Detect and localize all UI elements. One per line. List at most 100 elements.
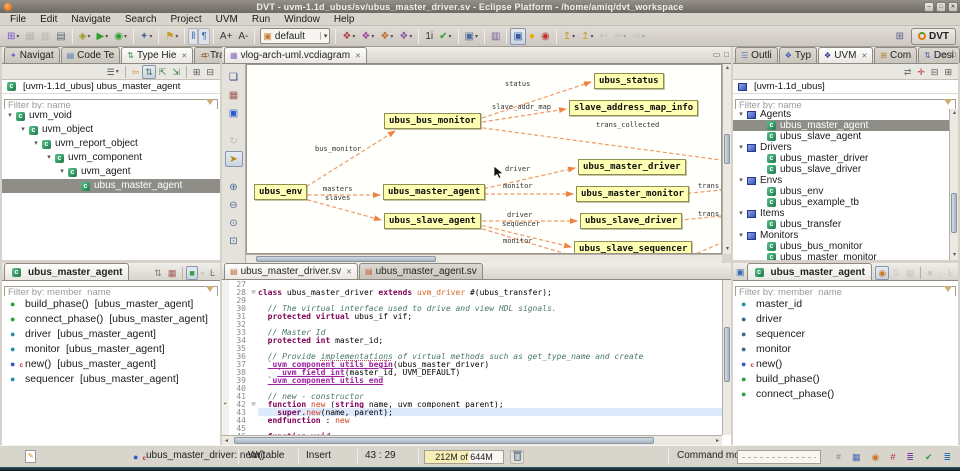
compile-all-button[interactable]: ❖▾ bbox=[339, 28, 358, 45]
pin-bookmark-button[interactable]: ↥▾ bbox=[560, 28, 578, 45]
menu-window[interactable]: Window bbox=[284, 13, 320, 25]
tab-typ[interactable]: ❖Typ bbox=[778, 47, 818, 63]
zoom-out-button[interactable]: ⊖ bbox=[225, 197, 243, 213]
run-external-button[interactable]: ◉▾ bbox=[111, 28, 130, 45]
run-ball-button[interactable]: ● bbox=[526, 28, 538, 45]
tab-type-hie[interactable]: ⇅Type Hie✕ bbox=[121, 47, 194, 63]
menu-uvm[interactable]: UVM bbox=[215, 13, 238, 25]
diagram-vertical-scrollbar[interactable]: ▴ ▾ bbox=[722, 64, 731, 254]
forward-button[interactable]: ⇨▾ bbox=[629, 28, 647, 45]
semantic-search-button[interactable]: 1i bbox=[422, 28, 436, 45]
compass-button[interactable]: ◉ bbox=[538, 28, 553, 45]
diagram-node-ubus-env[interactable]: ubus_env bbox=[254, 184, 308, 200]
search-button[interactable]: ✦▾ bbox=[137, 28, 155, 45]
indicator-hash-gray-button[interactable]: # bbox=[833, 449, 844, 466]
member-driver[interactable]: ●driver bbox=[741, 312, 783, 325]
diagram-layers-button[interactable]: ❏ bbox=[225, 69, 243, 85]
link-with-editor-button[interactable]: ⇄ bbox=[901, 65, 915, 79]
scroll-down-icon[interactable]: ▾ bbox=[725, 246, 729, 252]
member-build-phase[interactable]: ●build_phase()[ubus_master_agent] bbox=[10, 297, 194, 310]
diagram-edge-monitor-10[interactable] bbox=[475, 226, 603, 254]
show-inherited-button[interactable]: Ŀ bbox=[945, 266, 956, 280]
indicator-hash-red-button[interactable]: # bbox=[887, 449, 898, 466]
member-connect-phase[interactable]: ●connect_phase()[ubus_master_agent] bbox=[10, 312, 208, 325]
diagram-node-ubus-status[interactable]: ubus_status bbox=[594, 73, 664, 89]
show-static-button[interactable]: ▫ bbox=[936, 266, 945, 280]
focus-mode-button[interactable]: ✛ bbox=[914, 65, 928, 79]
expand-all-button[interactable]: ⊞ bbox=[941, 65, 955, 79]
minimize-button[interactable]: – bbox=[924, 1, 934, 12]
maximize-view-button[interactable]: □ bbox=[724, 50, 729, 59]
show-fields-button[interactable]: ■ bbox=[186, 266, 198, 280]
debug-button[interactable]: ◈▾ bbox=[76, 28, 94, 45]
tree-item-drivers[interactable]: ▾Drivers bbox=[733, 142, 958, 153]
member-driver[interactable]: ●driver[ubus_master_agent] bbox=[10, 327, 156, 340]
command-mode-input[interactable] bbox=[737, 450, 821, 464]
scroll-up-icon[interactable]: ▴ bbox=[725, 65, 729, 71]
show-inherited-button[interactable]: Ŀ bbox=[207, 266, 218, 280]
garbage-collect-button[interactable] bbox=[510, 450, 524, 464]
scrollbar-thumb[interactable] bbox=[724, 326, 730, 382]
group-members-button[interactable]: ▦ bbox=[903, 266, 918, 280]
diagram-edge-driver-6[interactable] bbox=[477, 166, 576, 191]
diagram-preview-button[interactable]: ▦ bbox=[225, 87, 243, 103]
mark-occurrences-button[interactable]: ‖ bbox=[188, 27, 199, 45]
uvm-tree-scrollbar[interactable]: ▴ ▾ bbox=[949, 109, 958, 260]
run-button[interactable]: ▶▾ bbox=[93, 28, 111, 45]
member-monitor[interactable]: ●monitor bbox=[741, 342, 792, 355]
minimize-view-button[interactable]: ▭ bbox=[939, 50, 948, 59]
scroll-left-icon[interactable]: ◂ bbox=[224, 438, 228, 444]
member-sequencer[interactable]: ●sequencer[ubus_master_agent] bbox=[10, 372, 179, 385]
diagram-edge-slaves-2[interactable] bbox=[300, 197, 382, 222]
scroll-down-icon[interactable]: ▾ bbox=[952, 252, 956, 258]
maximize-view-button[interactable]: □ bbox=[213, 50, 218, 59]
back-button[interactable]: ⇦▾ bbox=[611, 28, 629, 45]
show-whitespace-button[interactable]: ¶ bbox=[198, 27, 210, 45]
zoom-fit-button[interactable]: ⊡ bbox=[225, 233, 243, 249]
open-perspective-button[interactable]: ⊞ bbox=[893, 28, 907, 45]
minimize-view-button[interactable]: ▭ bbox=[201, 50, 210, 59]
recompile-button[interactable]: ❖▾ bbox=[358, 28, 377, 45]
member-sequencer[interactable]: ●sequencer bbox=[741, 327, 806, 340]
diagram-edge-trans-collected-5[interactable] bbox=[475, 126, 721, 161]
indicator-grid-blue-button[interactable]: ▦ bbox=[849, 449, 864, 466]
tab-com[interactable]: ⊞Com bbox=[874, 47, 918, 63]
filter-uvm-button[interactable]: ◉ bbox=[875, 266, 890, 280]
indicator-check-green-button[interactable]: ✔ bbox=[922, 449, 936, 466]
restore-button[interactable]: □ bbox=[936, 1, 946, 12]
tab-desi[interactable]: ⇅Desi bbox=[918, 47, 960, 63]
diagram-node-ubus-master-agent[interactable]: ubus_master_agent bbox=[383, 184, 486, 200]
close-icon[interactable]: ✕ bbox=[181, 52, 188, 60]
pin-task-button[interactable]: ↥▾ bbox=[578, 28, 596, 45]
scroll-up-icon[interactable]: ▴ bbox=[952, 110, 956, 116]
diagram-node-ubus-master-monitor[interactable]: ubus_master_monitor bbox=[576, 186, 689, 202]
menu-file[interactable]: File bbox=[10, 13, 27, 25]
indicator-stack-blue-button[interactable]: ≣ bbox=[941, 449, 955, 466]
diagram-node-ubus-slave-sequencer[interactable]: ubus_slave_sequencer bbox=[574, 241, 693, 253]
font-increase-button[interactable]: A+ bbox=[217, 28, 236, 45]
open-console-button[interactable]: ▣▾ bbox=[462, 28, 481, 45]
close-button[interactable]: ✕ bbox=[948, 1, 958, 12]
expand-all-button[interactable]: ⊞ bbox=[190, 65, 204, 79]
menu-edit[interactable]: Edit bbox=[40, 13, 58, 25]
check-compile-button[interactable]: ✔▾ bbox=[436, 28, 454, 45]
member-master-id[interactable]: ●master_id bbox=[741, 297, 803, 310]
collapse-all-button[interactable]: ⊟ bbox=[928, 65, 942, 79]
sort-members-button[interactable]: ⇅ bbox=[889, 266, 903, 280]
members-header-tab[interactable]: c ubus_master_agent bbox=[4, 263, 130, 280]
report-button[interactable]: ▥ bbox=[488, 28, 503, 45]
tab-navigat[interactable]: ✦Navigat bbox=[4, 47, 60, 63]
save-button[interactable]: ▦ bbox=[22, 28, 37, 45]
diagram-save-button[interactable]: ▣ bbox=[225, 105, 243, 121]
menu-help[interactable]: Help bbox=[333, 13, 355, 25]
